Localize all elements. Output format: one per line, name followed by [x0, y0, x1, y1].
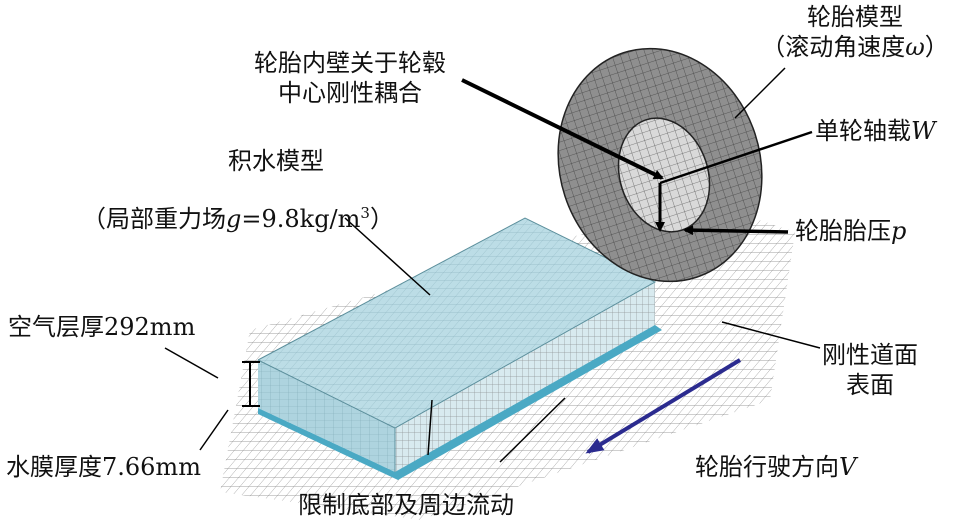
- gravity-label: （局部重力场g=9.8kg/m3）: [82, 198, 394, 234]
- coupling-label: 轮胎内壁关于轮毂 中心刚性耦合: [225, 48, 475, 108]
- water-model-block: [257, 217, 662, 480]
- g-symbol: g: [226, 205, 242, 233]
- coupling-line2: 中心刚性耦合: [278, 79, 422, 107]
- tire-pressure-label: 轮胎胎压p: [795, 216, 906, 246]
- v-symbol: V: [839, 453, 857, 481]
- coupling-line1: 轮胎内壁关于轮毂: [254, 49, 446, 77]
- direction-text: 轮胎行驶方向: [695, 453, 839, 481]
- restrict-flow-label: 限制底部及周边流动: [298, 491, 514, 519]
- tire-model-line1: 轮胎模型: [807, 3, 903, 31]
- water-film-label: 水膜厚度7.66mm: [6, 453, 201, 481]
- axle-load-label: 单轮轴载W: [815, 116, 936, 146]
- rigid-surface-label: 刚性道面 表面: [800, 340, 940, 400]
- annotation-lines: [164, 67, 821, 463]
- tire-model-label: 轮胎模型 （滚动角速度ω）: [760, 2, 950, 62]
- gravity-value: =9.8kg/m: [241, 205, 361, 233]
- tire-model-suffix: ）: [924, 33, 949, 61]
- air-layer-label: 空气层厚292mm: [8, 313, 196, 341]
- direction-label: 轮胎行驶方向V: [695, 452, 856, 482]
- tire-model-prefix: （滚动角速度: [761, 33, 906, 61]
- p-symbol: p: [891, 217, 907, 245]
- tire-pressure-text: 轮胎胎压: [795, 217, 891, 245]
- gravity-suffix: ）: [369, 205, 394, 233]
- gravity-prefix: （局部重力场: [82, 205, 226, 233]
- gravity-superscript: 3: [360, 204, 370, 222]
- axle-load-text: 单轮轴载: [815, 117, 911, 145]
- rigid-surface-line1: 刚性道面: [822, 341, 918, 369]
- tire-model: [557, 47, 763, 283]
- tire-model-line2: （滚动角速度ω）: [760, 32, 950, 62]
- water-model-label: 积水模型: [228, 147, 324, 175]
- omega-symbol: ω: [905, 33, 925, 61]
- rigid-surface-line2: 表面: [846, 371, 894, 399]
- w-symbol: W: [911, 117, 936, 145]
